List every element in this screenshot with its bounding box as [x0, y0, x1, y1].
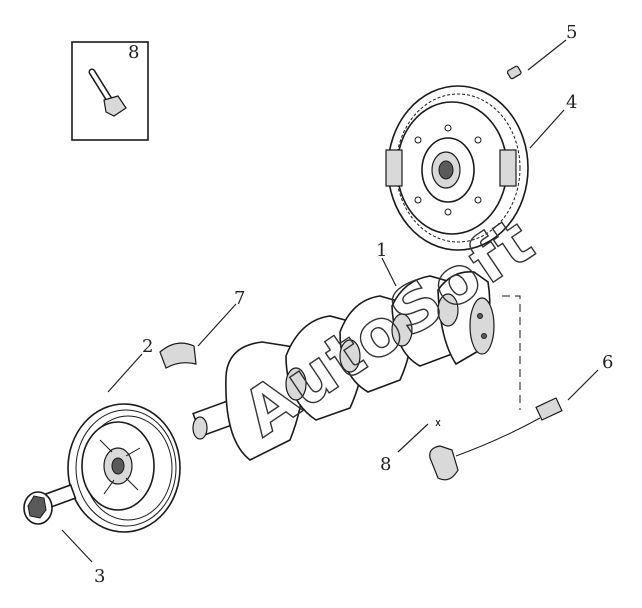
callout-4: 4	[566, 92, 577, 113]
pulley-bolt	[23, 483, 77, 525]
callout-8-box: 8	[128, 42, 139, 63]
callout-2: 2	[142, 336, 153, 357]
callout-3: 3	[94, 566, 105, 587]
callout-6: 6	[602, 352, 613, 373]
callout-8-sensor: 8	[380, 454, 391, 475]
crank-position-sensor	[429, 397, 563, 481]
watermark: AutoSoft	[230, 203, 548, 451]
bolt-icon	[88, 68, 127, 117]
callout-1: 1	[376, 240, 387, 261]
dowel-pin	[506, 65, 522, 80]
callout-5: 5	[566, 22, 577, 43]
thrust-washer	[159, 342, 197, 369]
callout-7: 7	[234, 288, 245, 309]
crankshaft-pulley	[67, 403, 181, 533]
flywheel	[385, 85, 529, 251]
bolt-inset-box: 8	[71, 41, 149, 141]
alignment-bracket	[502, 295, 521, 410]
crankshaft	[192, 271, 495, 461]
